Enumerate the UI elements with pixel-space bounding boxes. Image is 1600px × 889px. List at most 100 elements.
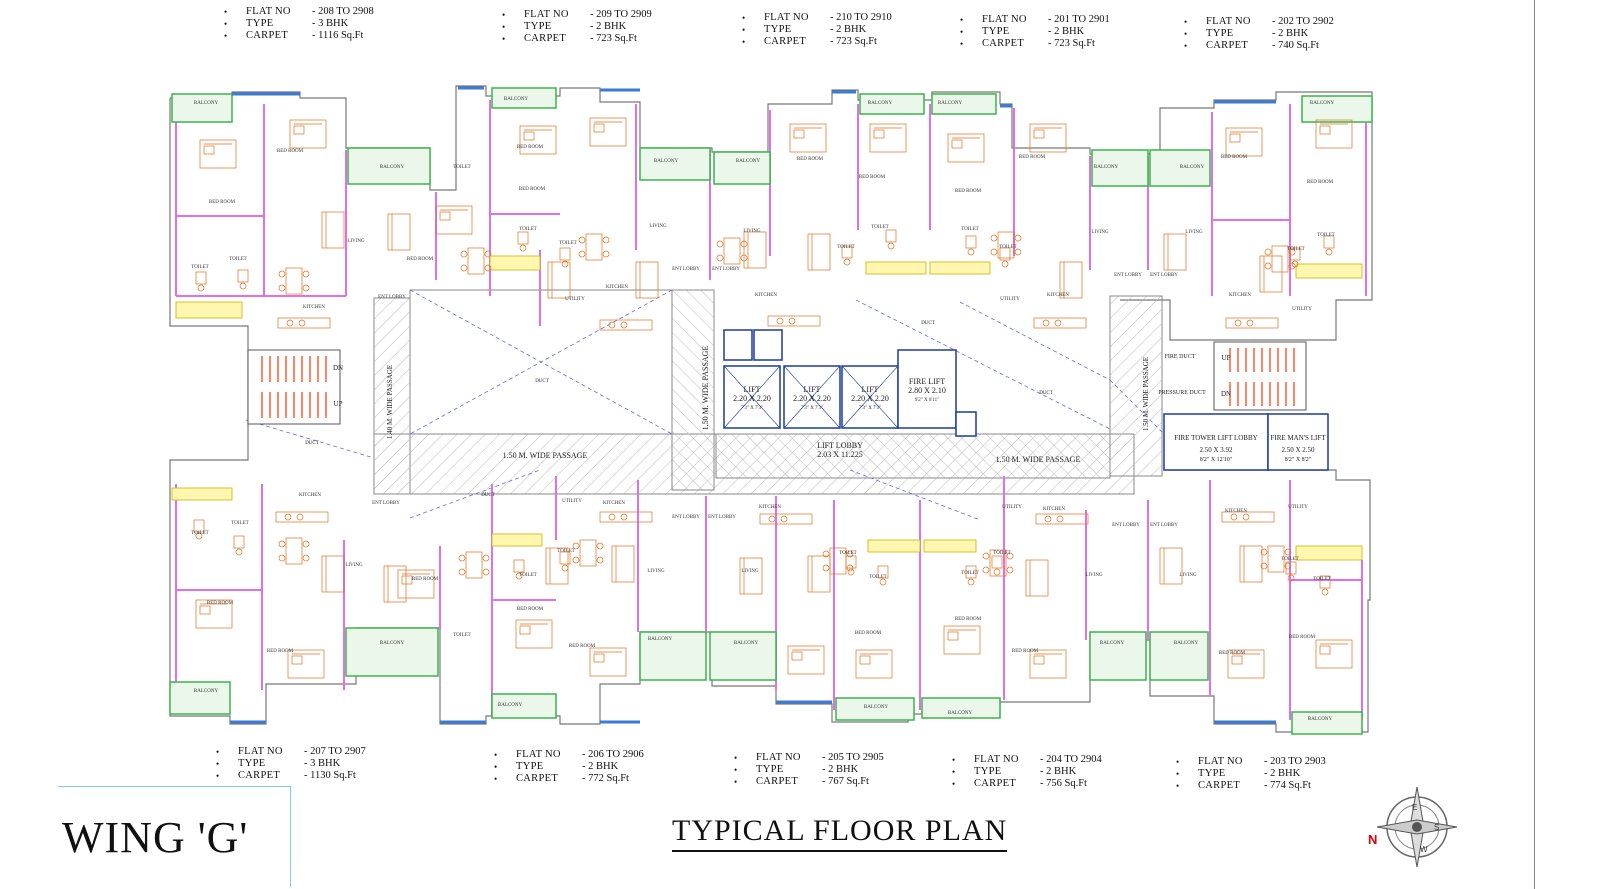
lift-1-ft: 7'3" X 7'3" bbox=[741, 406, 763, 411]
type-label: TYPE bbox=[982, 26, 1010, 37]
passage-label-center: 1.50 M. WIDE PASSAGE bbox=[503, 451, 588, 460]
room-label-bed-room: BED ROOM bbox=[207, 601, 234, 606]
dining-table bbox=[997, 231, 1015, 259]
toilet-fixture bbox=[559, 551, 571, 565]
room-label-bed-room: BED ROOM bbox=[267, 649, 294, 654]
flat-no-value: - 205 TO 2905 bbox=[822, 752, 884, 763]
bed bbox=[195, 599, 233, 629]
toilet-fixture bbox=[965, 565, 977, 579]
type-value: - 3 BHK bbox=[304, 758, 341, 769]
flat-no-label: FLAT NO bbox=[238, 746, 283, 757]
bullet: • bbox=[216, 759, 220, 769]
flat-no-label: FLAT NO bbox=[524, 9, 569, 20]
kitchen-counter bbox=[1033, 317, 1087, 329]
flat-no-label: FLAT NO bbox=[982, 14, 1027, 25]
bed bbox=[1225, 127, 1263, 157]
sofa bbox=[807, 233, 831, 271]
flat-no-label: FLAT NO bbox=[1206, 16, 1251, 27]
sofa bbox=[321, 555, 345, 593]
flat-no-label: FLAT NO bbox=[516, 749, 561, 760]
bed bbox=[1315, 119, 1353, 149]
type-label: TYPE bbox=[1206, 28, 1234, 39]
room-label-toilet: TOILET bbox=[1313, 577, 1330, 582]
bullet: • bbox=[960, 27, 964, 37]
sofa bbox=[1059, 261, 1083, 299]
room-label-toilet: TOILET bbox=[1281, 557, 1298, 562]
bullet: • bbox=[1176, 781, 1180, 791]
lift-3-ft: 7'3" X 7'3" bbox=[859, 406, 881, 411]
bullet: • bbox=[1184, 41, 1188, 51]
stair-up-left: UP bbox=[334, 400, 343, 408]
room-label-balcony: BALCONY bbox=[1308, 717, 1333, 722]
bullet: • bbox=[952, 767, 956, 777]
wing-title-frame bbox=[58, 786, 291, 887]
bed bbox=[1029, 649, 1067, 679]
dining-table bbox=[579, 539, 597, 567]
room-label-toilet: TOILET bbox=[839, 551, 856, 556]
compass-n: N bbox=[1368, 832, 1377, 847]
bullet: • bbox=[1184, 17, 1188, 27]
room-label-bed-room: BED ROOM bbox=[517, 145, 544, 150]
sofa bbox=[383, 565, 407, 603]
room-label-bed-room: BED ROOM bbox=[1289, 635, 1316, 640]
fire-tower-lobby-label: FIRE TOWER LIFT LOBBY bbox=[1174, 434, 1257, 442]
kitchen-counter bbox=[1221, 511, 1275, 523]
fire-lift-size: 2.80 X 2.10 bbox=[908, 386, 946, 395]
type-label: TYPE bbox=[516, 761, 544, 772]
bullet: • bbox=[1176, 769, 1180, 779]
carpet-label: CARPET bbox=[1206, 40, 1249, 51]
bed bbox=[789, 123, 827, 153]
carpet-label: CARPET bbox=[1198, 780, 1241, 791]
service-areas bbox=[171, 255, 1363, 561]
room-label-balcony: BALCONY bbox=[648, 637, 673, 642]
sofa bbox=[1239, 545, 1263, 583]
room-label-living: LIVING bbox=[1179, 573, 1197, 578]
room-label-living: LIVING bbox=[647, 569, 665, 574]
dining-table bbox=[465, 551, 483, 579]
room-label-balcony: BALCONY bbox=[654, 159, 679, 164]
carpet-label: CARPET bbox=[974, 778, 1017, 789]
bullet: • bbox=[952, 755, 956, 765]
room-label-toilet: TOILET bbox=[1317, 233, 1334, 238]
sofa bbox=[547, 261, 571, 299]
room-label-balcony: BALCONY bbox=[380, 165, 405, 170]
fire-lift-ft: 9'2" X 6'11" bbox=[915, 398, 939, 403]
stair-up-right: UP bbox=[1222, 354, 1231, 362]
flat-info-bottom-2: •FLAT NO- 206 TO 2906 •TYPE- 2 BHK •CARP… bbox=[494, 749, 644, 785]
room-label-balcony: BALCONY bbox=[194, 101, 219, 106]
room-label-kitchen: KITCHEN bbox=[303, 305, 325, 310]
bullet: • bbox=[224, 7, 228, 17]
carpet-value: - 1130 Sq.Ft bbox=[304, 770, 356, 781]
type-label: TYPE bbox=[238, 758, 266, 769]
carpet-value: - 767 Sq.Ft bbox=[822, 776, 869, 787]
balconies bbox=[169, 87, 1373, 735]
sofa bbox=[1163, 233, 1187, 271]
room-label-bed-room: BED ROOM bbox=[1221, 155, 1248, 160]
kitchen-counter bbox=[599, 511, 653, 523]
room-label-bed-room: BED ROOM bbox=[412, 577, 439, 582]
toilet-fixture bbox=[999, 247, 1011, 261]
bullet: • bbox=[502, 34, 506, 44]
dining-table bbox=[989, 549, 1007, 577]
room-label-ent-lobby: ENT LOBBY bbox=[712, 267, 740, 272]
room-label-toilet: TOILET bbox=[557, 549, 574, 554]
room-label-bed-room: BED ROOM bbox=[407, 257, 434, 262]
core-labels: LIFT 2.20 X 2.20 7'3" X 7'3" LIFT 2.20 X… bbox=[305, 321, 1326, 498]
flat-no-value: - 208 TO 2908 bbox=[312, 6, 374, 17]
bullet: • bbox=[1184, 29, 1188, 39]
room-label-kitchen: KITCHEN bbox=[1043, 507, 1065, 512]
room-label-balcony: BALCONY bbox=[736, 159, 761, 164]
windows bbox=[230, 86, 1276, 724]
flat-no-value: - 203 TO 2903 bbox=[1264, 756, 1326, 767]
lift-x-marks bbox=[723, 365, 899, 429]
toilet-fixture bbox=[991, 555, 1003, 569]
toilet-fixture bbox=[885, 229, 897, 243]
bullet: • bbox=[734, 777, 738, 787]
lift-1-label: LIFT bbox=[744, 385, 761, 394]
room-label-bed-room: BED ROOM bbox=[519, 187, 546, 192]
room-label-ent-lobby: ENT LOBBY bbox=[672, 267, 700, 272]
carpet-label: CARPET bbox=[764, 36, 807, 47]
room-label-bed-room: BED ROOM bbox=[209, 200, 236, 205]
stair-dn-right: DN bbox=[1221, 390, 1231, 398]
